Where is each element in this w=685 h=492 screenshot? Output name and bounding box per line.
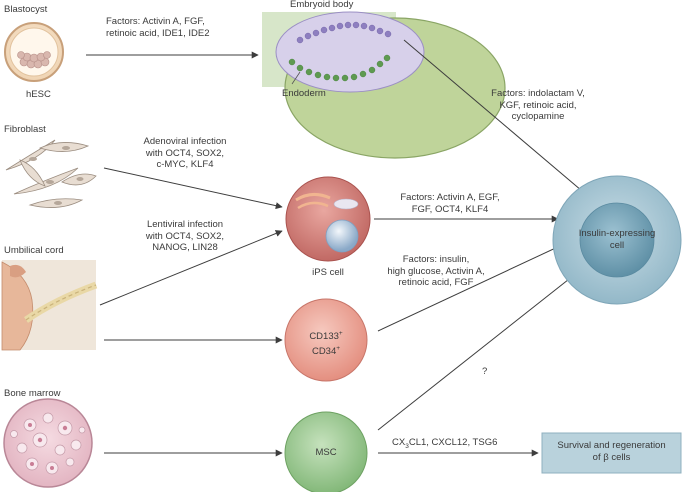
arrows xyxy=(86,39,589,457)
cd-cell-label: CD133+ CD34+ xyxy=(309,330,343,357)
embryoid-body-label: Embryoid body xyxy=(290,0,354,10)
insulin-cell xyxy=(552,175,682,305)
blastocyst-illustration xyxy=(4,22,64,82)
factors-embryoid-to-insulin: Factors: indolactam V,KGF, retinoic acid… xyxy=(491,88,585,122)
arrow-embryoid-to-insulin xyxy=(403,39,589,197)
msc-cell xyxy=(284,411,368,492)
hesc-label: hESC xyxy=(26,89,51,100)
msc-question-label: ? xyxy=(482,366,488,377)
bone-marrow-illustration xyxy=(3,398,93,488)
embryoid-body-illustration xyxy=(262,11,506,159)
arrow-cord-to-ips xyxy=(99,230,283,306)
msc-survival-factors: CX3CL1, CXCL12, TSG6 xyxy=(392,437,498,450)
arrow-cd133-to-insulin xyxy=(377,244,563,332)
cd133-cell xyxy=(284,298,368,382)
blastocyst-label: Blastocyst xyxy=(4,4,48,15)
umbilical-cord-illustration xyxy=(1,260,98,351)
msc-cell-label: MSC xyxy=(315,447,337,458)
fibroblast-label: Fibroblast xyxy=(4,124,46,135)
ips-cell xyxy=(285,176,371,262)
umbilical-cord-label: Umbilical cord xyxy=(4,245,64,256)
outcome-box xyxy=(541,432,682,474)
fibroblast-illustration xyxy=(5,139,97,208)
endoderm-label: Endoderm xyxy=(282,88,326,99)
arrow-msc-to-insulin xyxy=(377,271,579,431)
factors-cd-to-insulin: Factors: insulin,high glucose, Activin A… xyxy=(387,254,485,288)
ips-cell-label: iPS cell xyxy=(312,267,344,278)
arrow-fibroblast-to-ips xyxy=(103,167,283,210)
factors-to-embryoid: Factors: Activin A, FGF,retinoic acid, I… xyxy=(106,16,210,39)
factors-ips-to-insulin: Factors: Activin A, EGF,FGF, OCT4, KLF4 xyxy=(400,192,500,215)
bone-marrow-label: Bone marrow xyxy=(4,388,61,399)
